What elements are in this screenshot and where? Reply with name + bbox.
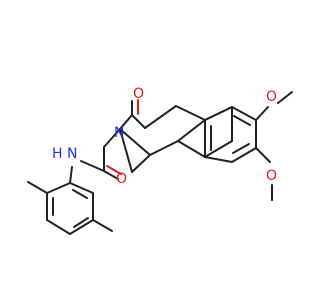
bond-c2-c3 [144,105,177,129]
methoxy-groups [255,91,293,201]
methyl-bottom [92,219,113,232]
aryl-left-6 [69,182,94,194]
aryl-right-inner-1 [233,115,251,126]
bond-c8-c9 [149,140,179,156]
amide-oxygen-label: O [116,171,127,187]
bond-co-o2-b [106,165,122,175]
structure-canvas: O N N H O O O [27,86,293,235]
aryl-left-1 [46,182,71,194]
methyl-top [27,181,48,194]
aryl-right-4 [231,147,257,163]
bond-c9-n1 [119,128,151,156]
bond-n2-ar [69,166,73,184]
amide-nitrogen-label: N [67,146,77,162]
bond-o-top-me [277,91,293,104]
aryl-left-4 [69,219,94,235]
aryl-left-3 [46,219,71,235]
ring-nitrogen-label: N [114,125,124,141]
aromatic-ring-right [204,106,257,163]
bond-co-n2 [80,160,105,172]
methoxy-top-oxygen-label: O [266,89,277,105]
amide-hydrogen-label: H [52,146,63,162]
aryl-right-5 [204,156,233,163]
aromatic-ring-left [27,166,113,235]
bond-ar-o-top [255,106,269,121]
bond-c1-n1 [119,114,133,130]
bond-c7-c8 [177,140,206,158]
aryl-right-inner-2 [232,143,250,154]
bond-n1-ch2 [103,128,121,148]
bond-ar-o-bottom [255,147,271,163]
carbonyl-oxygen-label: O [133,86,144,102]
aryl-right-1 [204,106,233,121]
bond-c6-c7 [204,140,233,158]
bond-c8-c4 [177,119,206,142]
bond-c1-c2 [131,114,146,129]
bond-co-o2-a [103,170,119,180]
ring-and-chain-bonds [80,99,233,180]
methoxy-bottom-oxygen-label: O [266,168,277,184]
bond-c10-n1 [119,128,133,173]
aryl-right-2 [231,106,257,121]
chemical-structure: O N N H O O O [27,86,293,235]
bond-c3-c4 [175,105,206,121]
aryl-left-inner-2 [73,217,89,228]
bond-c9-c10 [131,154,151,173]
aryl-left-inner-3 [72,189,88,199]
